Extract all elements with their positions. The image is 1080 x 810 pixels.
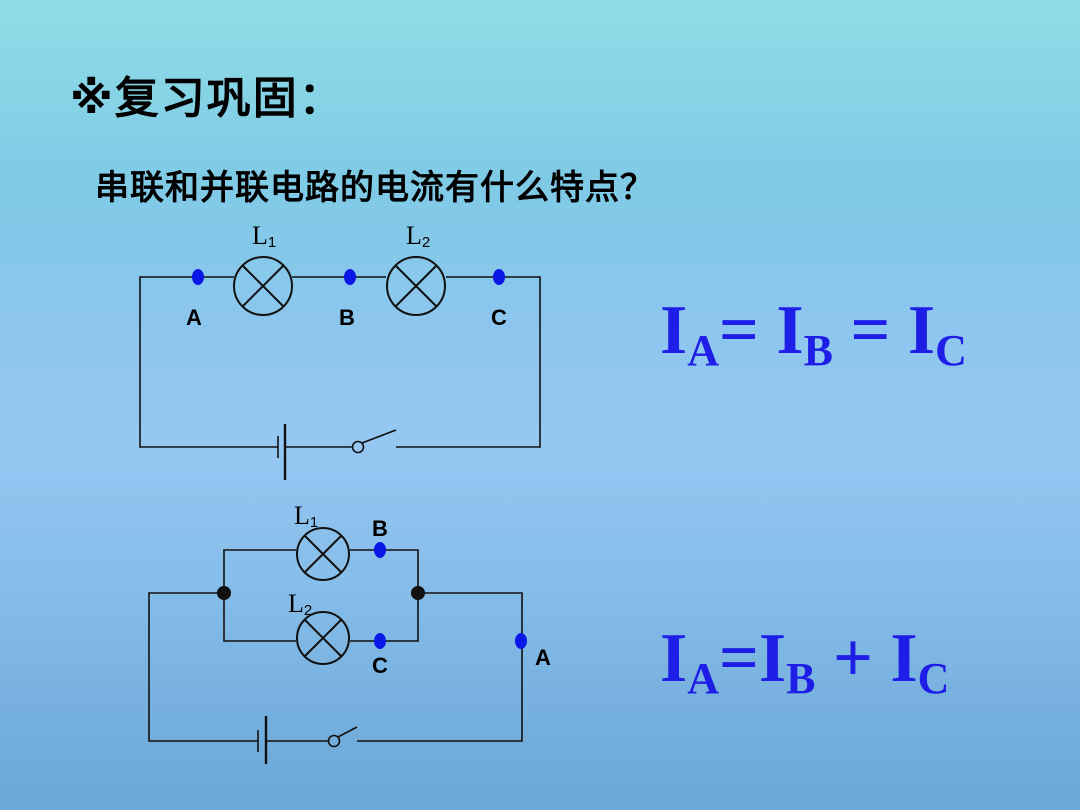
parallel-switch-lever[interactable] (337, 726, 358, 738)
parallel-point-c (374, 633, 386, 649)
parallel-lamp-l2 (296, 611, 350, 665)
parallel-circuit: L1 L2 B C A (148, 501, 551, 764)
series-point-b-label: B (339, 305, 355, 330)
parallel-branch-bottom-right (350, 593, 419, 642)
series-point-b (344, 269, 356, 285)
parallel-branch-top-right (350, 549, 419, 593)
series-point-c (493, 269, 505, 285)
series-switch-pivot[interactable] (351, 440, 365, 454)
series-wire-right (396, 276, 541, 448)
parallel-point-b (374, 542, 386, 558)
parallel-lamp-l2-label: L2 (288, 589, 312, 619)
parallel-point-c-label: C (372, 653, 388, 678)
series-point-a-label: A (186, 305, 202, 330)
parallel-current-formula: IA=IB + IC (660, 620, 950, 703)
series-lamp-l1-label: L1 (252, 221, 276, 251)
parallel-wire-left (148, 592, 258, 742)
question-text: 串联和并联电路的电流有什么特点？ (95, 168, 655, 208)
parallel-point-a-label: A (535, 645, 551, 670)
parallel-junction-left (217, 586, 231, 600)
series-lamp-l1 (233, 256, 293, 316)
parallel-lamp-l1 (296, 527, 350, 581)
parallel-point-b-label: B (372, 516, 388, 541)
parallel-switch-pivot[interactable] (327, 734, 341, 748)
parallel-junction-right (411, 586, 425, 600)
parallel-wire-right (357, 592, 523, 742)
series-circuit: L1 L2 A B C (139, 221, 541, 480)
series-wire-top (139, 276, 278, 448)
series-point-c-label: C (491, 305, 507, 330)
parallel-point-a (515, 633, 527, 649)
parallel-branch-bottom (223, 593, 296, 642)
slide-title: ※复习巩固： (70, 73, 345, 124)
series-lamp-l2-label: L2 (406, 221, 430, 251)
series-point-a (192, 269, 204, 285)
series-lamp-l2 (386, 256, 446, 316)
series-switch-lever[interactable] (361, 429, 397, 444)
parallel-branch-top (223, 549, 296, 593)
parallel-lamp-l1-label: L1 (294, 501, 318, 531)
series-current-formula: IA= IB = IC (660, 292, 967, 375)
